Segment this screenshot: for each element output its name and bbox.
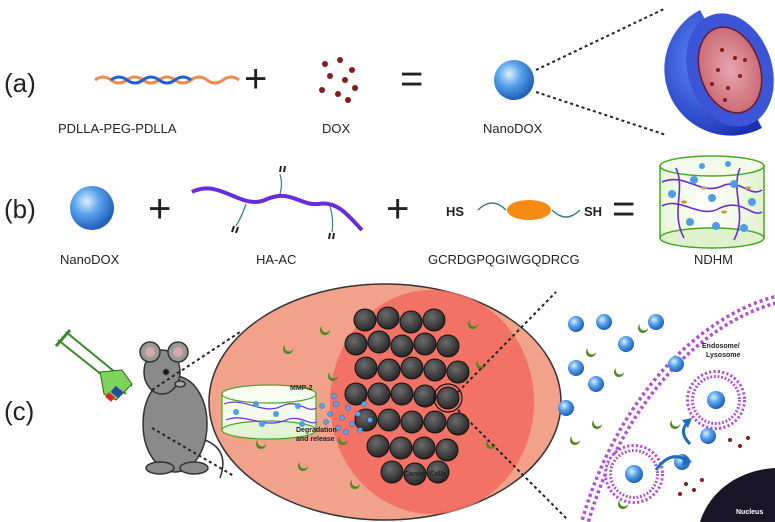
zoom-line-bottom-c (151, 427, 235, 477)
nanodox-sphere-icon (494, 60, 534, 100)
released-nanoparticles (319, 393, 373, 435)
lysosome-icon (604, 444, 664, 504)
endosome-label-line1: Endosome/ (702, 343, 740, 350)
cancer-cells-label: Cancer Cells (404, 471, 447, 478)
zoom-line-top-cell (457, 291, 557, 393)
zoom-line-bottom-a (535, 91, 667, 136)
peptide-caption: GCRDGPQGIWGQDRCG (428, 252, 580, 267)
mmp2-label: MMP-2 (290, 385, 313, 392)
zoom-line-bottom-cell (457, 409, 569, 521)
release-label-line1: Degradation (296, 427, 337, 434)
nucleus-label: Nucleus (736, 509, 763, 516)
equals-sign-a: = (400, 57, 423, 101)
nucleus-shape (700, 468, 775, 522)
cellular-uptake-view (558, 295, 775, 522)
ndhm-caption: NDHM (694, 252, 733, 267)
ha-ac-caption: HA-AC (256, 252, 296, 267)
thiol-right-label: SH (584, 204, 602, 219)
polymer-caption: PDLLA-PEG-PDLLA (58, 121, 177, 136)
equals-sign-b: = (612, 187, 635, 231)
syringe-icon (54, 329, 133, 402)
peptide-crosslinker-icon (477, 200, 581, 220)
panel-a-label: (a) (4, 68, 36, 98)
endosome-icon (686, 370, 746, 430)
implanted-hydrogel-icon (221, 384, 317, 440)
ndhm-hydrogel-cylinder-icon (659, 155, 765, 249)
mouse-icon (139, 341, 224, 479)
release-label-line2: and release (296, 436, 335, 443)
cancer-cell-cluster (344, 306, 470, 486)
thiol-left-label: HS (446, 204, 464, 219)
zoom-line-top-a (535, 7, 667, 71)
plus-sign-b2: + (386, 187, 409, 231)
mmp2-enzyme-icons (255, 320, 496, 489)
dox-caption: DOX (322, 121, 351, 136)
dox-dots-icon (319, 57, 358, 103)
nanodox-caption-b: NanoDOX (60, 252, 120, 267)
nanodox-sphere-b-icon (70, 186, 114, 230)
plus-sign-a: + (244, 57, 267, 101)
polymer-chain-icon (94, 75, 240, 85)
panel-c-label: (c) (4, 396, 34, 426)
plus-sign-b1: + (148, 187, 171, 231)
endosome-label-line2: Lysosome (706, 352, 740, 359)
panel-b-label: (b) (4, 194, 36, 224)
ha-ac-chain-icon (191, 165, 364, 240)
micelle-cross-section-icon (664, 10, 774, 136)
nanodox-caption-a: NanoDOX (483, 121, 543, 136)
